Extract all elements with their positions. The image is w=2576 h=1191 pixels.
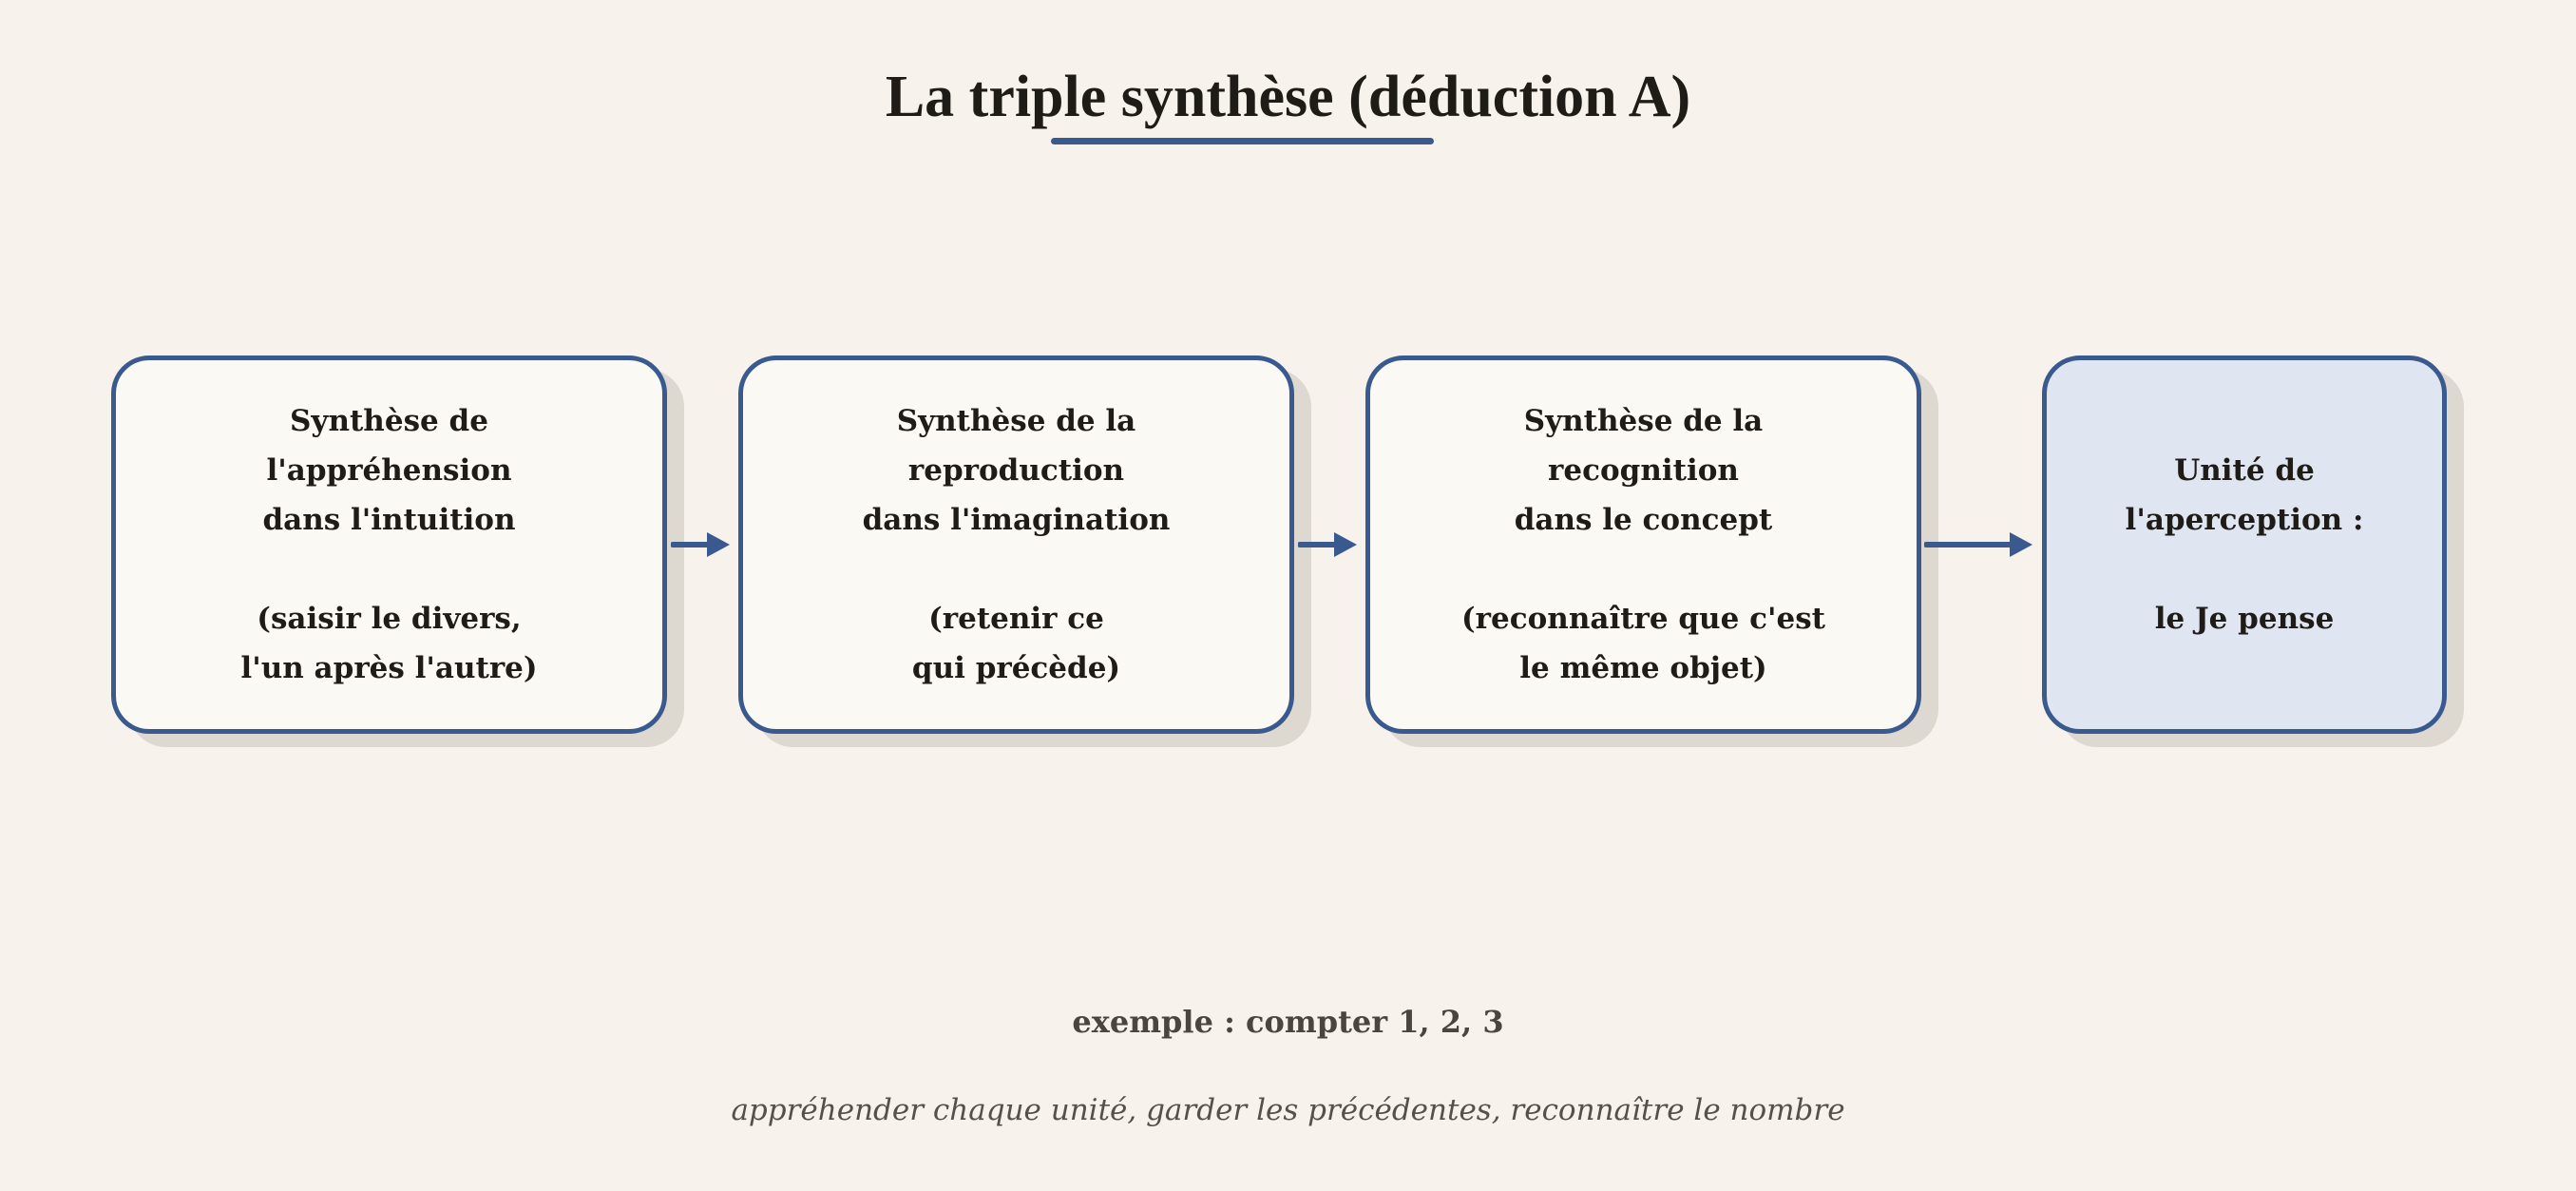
box-heading-line: dans le concept [1514, 503, 1773, 537]
box-detail-line: (saisir le divers, [257, 602, 522, 636]
box-heading-line: Unité de [2174, 453, 2315, 488]
box-content: Synthèse de l'appréhension dans l'intuit… [240, 396, 537, 693]
arrow-right-icon [671, 532, 730, 557]
box-detail-line: qui précède) [911, 651, 1121, 685]
box-heading-line: Synthèse de [290, 404, 488, 438]
page-title: La triple synthèse (déduction A) [885, 65, 1691, 129]
box-content: Unité de l'aperception : le Je pense [2126, 446, 2364, 644]
box-heading-line: Synthèse de la [1523, 404, 1764, 438]
box-spacer [2126, 545, 2364, 594]
box-content: Synthèse de la reproduction dans l'imagi… [863, 396, 1171, 693]
synthesis-box-recognition: Synthèse de la recognition dans le conce… [1365, 355, 1921, 734]
example-caption: exemple : compter 1, 2, 3 [1072, 1004, 1504, 1040]
box-detail-line: (reconnaître que c'est [1461, 602, 1825, 636]
box-heading-line: dans l'imagination [862, 503, 1171, 537]
box-detail-line: (retenir ce [928, 602, 1104, 636]
example-note: appréhender chaque unité, garder les pré… [731, 1093, 1845, 1127]
box-detail-line: le Je pense [2154, 602, 2335, 636]
box-spacer [240, 545, 537, 594]
box-heading-line: l'appréhension [266, 453, 512, 488]
arrow-right-icon [1924, 532, 2032, 557]
box-heading-line: recognition [1548, 453, 1739, 488]
box-heading-line: dans l'intuition [262, 503, 516, 537]
synthesis-box-reproduction: Synthèse de la reproduction dans l'imagi… [738, 355, 1294, 734]
synthesis-box-apprehension: Synthèse de l'appréhension dans l'intuit… [111, 355, 667, 734]
title-underline [1051, 138, 1434, 144]
box-heading-line: reproduction [907, 453, 1125, 488]
box-heading-line: l'aperception : [2125, 503, 2364, 537]
box-spacer [1461, 545, 1825, 594]
arrow-right-icon [1298, 532, 1357, 557]
box-content: Synthèse de la recognition dans le conce… [1461, 396, 1825, 693]
box-detail-line: le même objet) [1519, 651, 1767, 685]
box-heading-line: Synthèse de la [896, 404, 1136, 438]
box-detail-line: l'un après l'autre) [240, 651, 538, 685]
apperception-unity-box: Unité de l'aperception : le Je pense [2042, 355, 2447, 734]
box-spacer [863, 545, 1171, 594]
